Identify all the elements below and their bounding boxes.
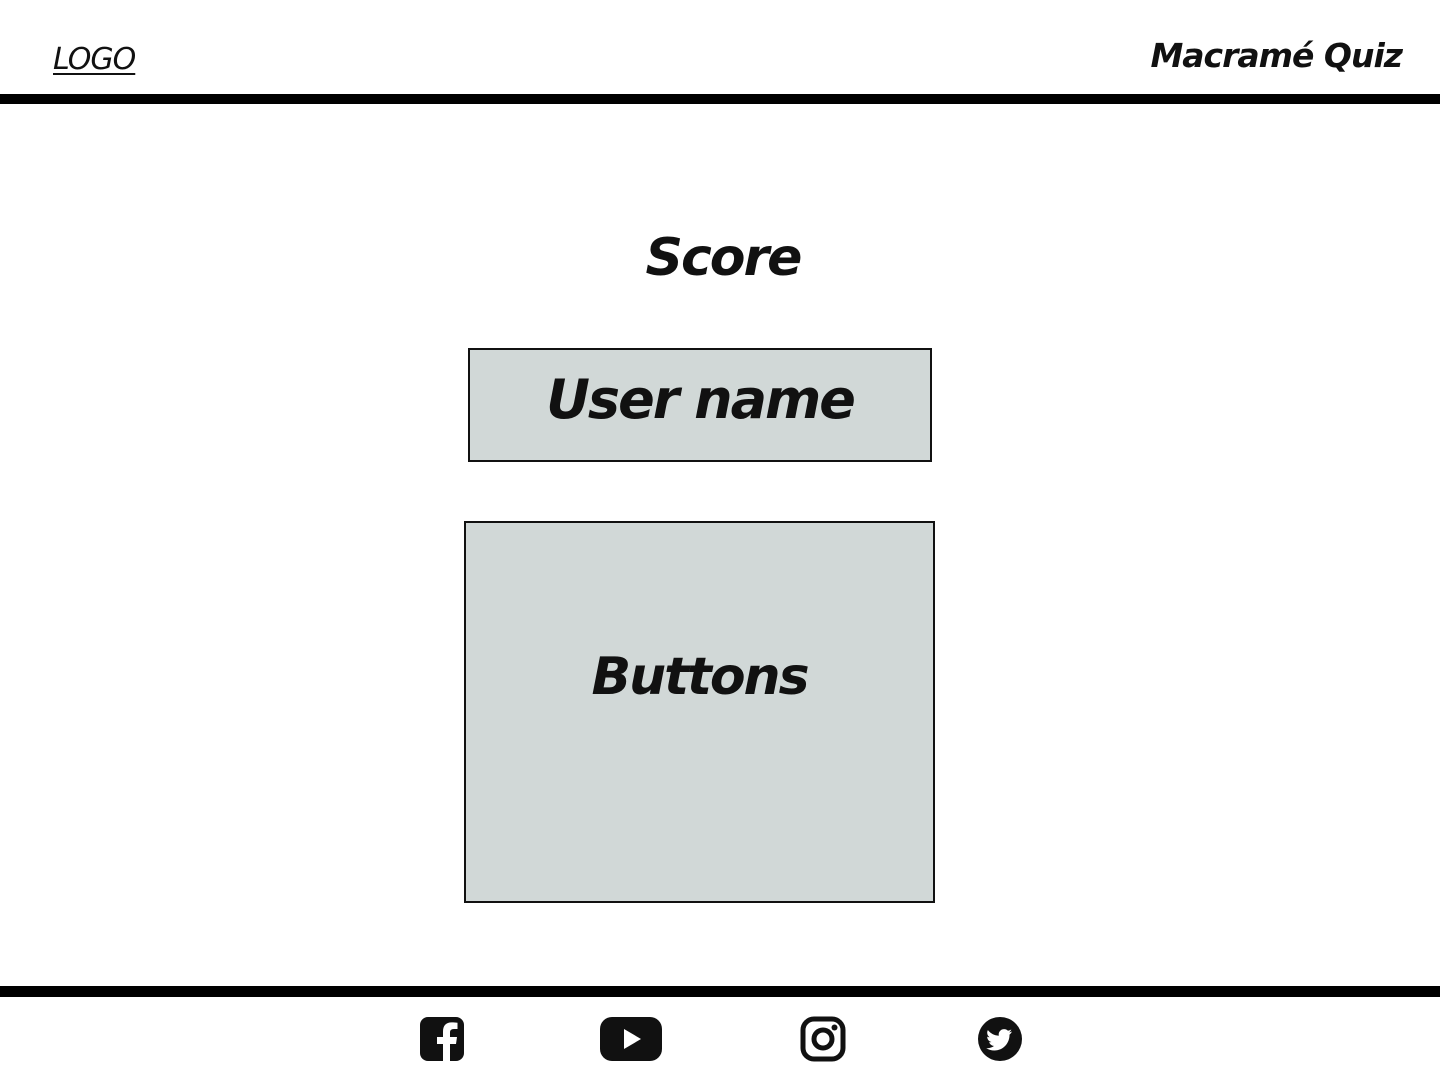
username-placeholder-box: User name [468, 348, 932, 462]
score-title: Score [645, 228, 803, 288]
buttons-placeholder-box: Buttons [464, 521, 935, 903]
twitter-icon [978, 1017, 1022, 1061]
youtube-link[interactable] [600, 1014, 662, 1064]
site-title: Macramé Quiz [1150, 36, 1403, 75]
username-label: User name [546, 368, 856, 431]
footer-divider [0, 986, 1440, 997]
logo-link[interactable]: LOGO [53, 42, 136, 77]
header-divider [0, 94, 1440, 104]
instagram-link[interactable] [800, 1014, 846, 1064]
facebook-icon [420, 1017, 464, 1062]
facebook-link[interactable] [419, 1014, 465, 1064]
buttons-label: Buttons [591, 647, 809, 707]
youtube-icon [600, 1017, 662, 1061]
site-header: LOGO Macramé Quiz [0, 0, 1440, 94]
twitter-link[interactable] [977, 1014, 1023, 1064]
instagram-icon [800, 1016, 846, 1062]
